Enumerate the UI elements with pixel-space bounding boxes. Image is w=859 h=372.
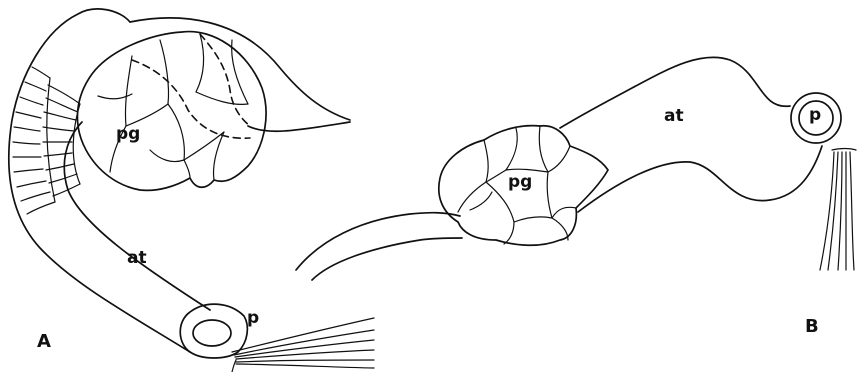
panel-a-label-p: p bbox=[247, 310, 259, 327]
panel-a-gland-lobes bbox=[98, 34, 248, 180]
panel-a-label-pg: pg bbox=[116, 126, 140, 143]
panel-a-letter: A bbox=[37, 333, 51, 351]
panel-b-label-pg: pg bbox=[508, 174, 532, 191]
panel-a-penis-inner bbox=[193, 320, 231, 346]
panel-b-duct-lower bbox=[312, 238, 462, 280]
panel-a-drawing bbox=[9, 9, 374, 372]
panel-b-label-at: at bbox=[664, 108, 684, 125]
panel-b-letter: B bbox=[805, 318, 819, 336]
panel-a-label-at: at bbox=[127, 250, 147, 267]
panel-b-drawing bbox=[296, 57, 856, 280]
panel-b-atrium-lower bbox=[578, 146, 822, 212]
panel-a-hidden-lobe bbox=[200, 34, 250, 126]
panel-b-label-p: p bbox=[809, 107, 821, 124]
panel-a-penis-outer bbox=[180, 304, 247, 358]
panel-b-chaetae bbox=[820, 149, 856, 271]
panel-a-duct-lower bbox=[248, 122, 350, 131]
panel-a-atrium-outer bbox=[9, 9, 190, 352]
panel-b-duct-upper bbox=[296, 213, 460, 270]
